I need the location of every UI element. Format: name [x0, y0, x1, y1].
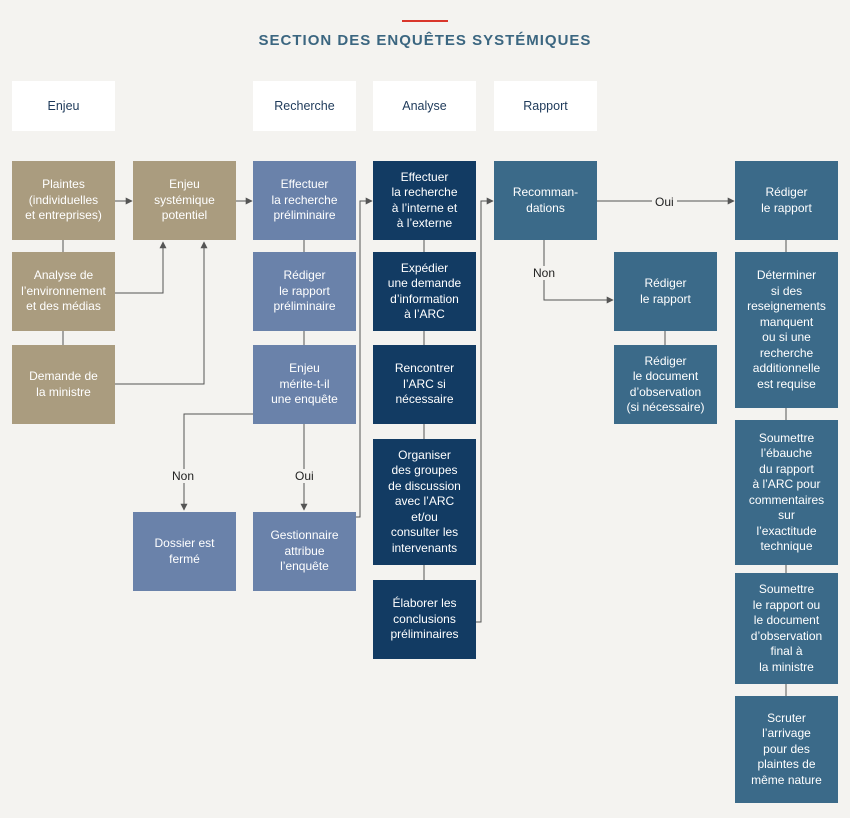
- box-demande-ministre: Demande de la ministre: [12, 345, 115, 424]
- box-gestionnaire-attribue: Gestionnaire attribue l’enquête: [253, 512, 356, 591]
- box-recommandations: Recomman- dations: [494, 161, 597, 240]
- header-recherche: Recherche: [253, 81, 356, 131]
- header-enjeu: Enjeu: [12, 81, 115, 131]
- box-enjeu-potentiel: Enjeu systémique potentiel: [133, 161, 236, 240]
- box-rediger-rapport-oui: Rédiger le rapport: [735, 161, 838, 240]
- label-non-right: Non: [530, 266, 559, 280]
- box-soumettre-rapport-final: Soumettre le rapport ou le document d’ob…: [735, 573, 838, 684]
- box-determiner-renseignements: Déterminer si des reseignements manquent…: [735, 252, 838, 408]
- header-analyse: Analyse: [373, 81, 476, 131]
- box-effectuer-recherche-preliminaire: Effectuer la recherche préliminaire: [253, 161, 356, 240]
- box-effectuer-recherche-interne-externe: Effectuer la recherche à l’interne et à …: [373, 161, 476, 240]
- box-dossier-ferme: Dossier est fermé: [133, 512, 236, 591]
- box-plaintes: Plaintes (individuelles et entreprises): [12, 161, 115, 240]
- header-rapport: Rapport: [494, 81, 597, 131]
- title-accent-line: [402, 20, 448, 22]
- box-enjeu-merite-enquete: Enjeu mérite-t-il une enquête: [253, 345, 356, 424]
- box-rediger-rapport-non: Rédiger le rapport: [614, 252, 717, 331]
- box-elaborer-conclusions: Élaborer les conclusions préliminaires: [373, 580, 476, 659]
- label-oui-left: Oui: [292, 469, 317, 483]
- box-rediger-document-observation: Rédiger le document d’observation (si né…: [614, 345, 717, 424]
- box-soumettre-ebauche: Soumettre l’ébauche du rapport à l’ARC p…: [735, 420, 838, 565]
- page-title: SECTION DES ENQUÊTES SYSTÉMIQUES: [258, 32, 592, 49]
- box-organiser-groupes: Organiser des groupes de discussion avec…: [373, 439, 476, 565]
- box-rediger-rapport-preliminaire: Rédiger le rapport préliminaire: [253, 252, 356, 331]
- box-rencontrer-arc: Rencontrer l’ARC si nécessaire: [373, 345, 476, 424]
- box-analyse-environnement: Analyse de l’environnement et des médias: [12, 252, 115, 331]
- label-oui-right: Oui: [652, 195, 677, 209]
- label-non-left: Non: [169, 469, 198, 483]
- box-scruter-arrivage: Scruter l’arrivage pour des plaintes de …: [735, 696, 838, 803]
- box-expedier-demande: Expédier une demande d’information à l’A…: [373, 252, 476, 331]
